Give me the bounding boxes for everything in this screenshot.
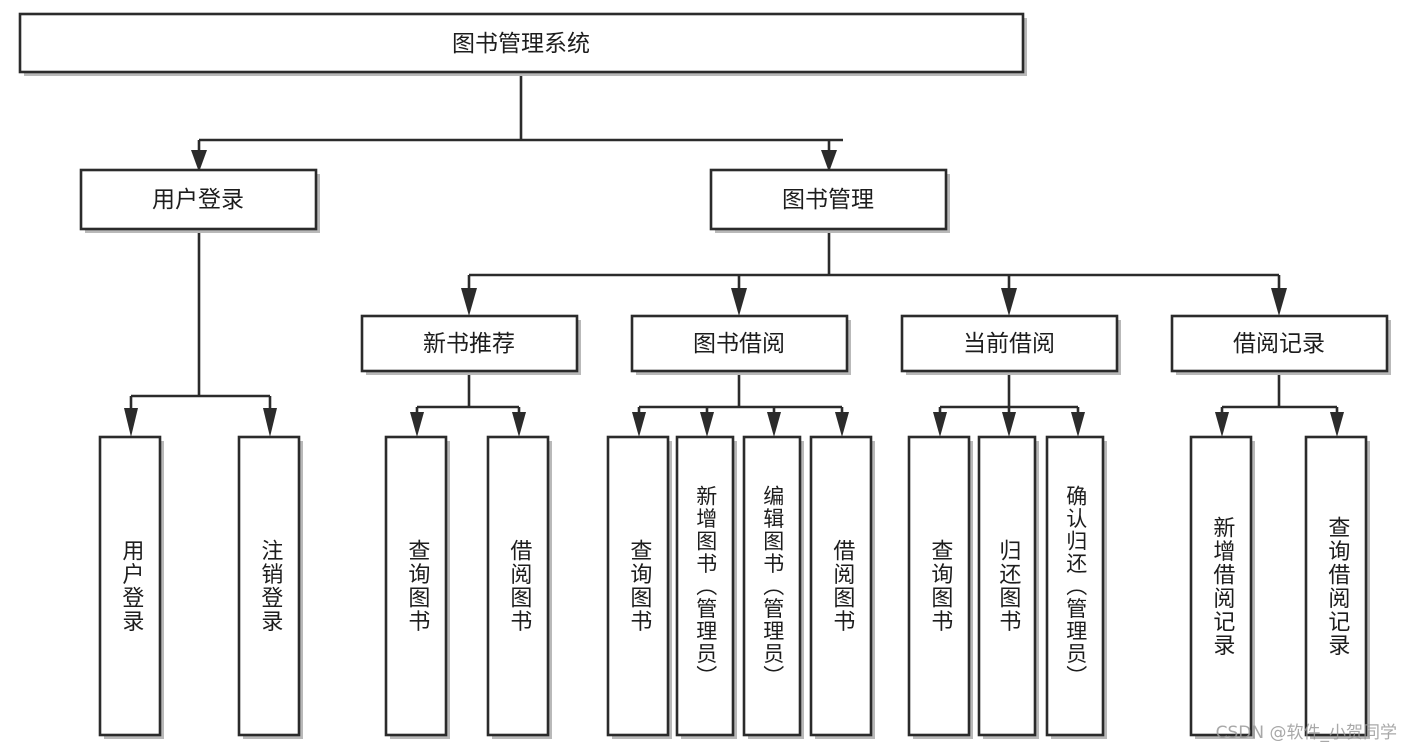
connector-group-root [191, 73, 843, 172]
node-book-borrow[interactable]: 图书借阅 [630, 314, 851, 375]
node-root[interactable]: 图书管理系统 [18, 12, 1027, 76]
connector-group-user-login [124, 233, 277, 437]
arrow-head-user-login [191, 150, 207, 172]
node-borrow-record-box[interactable] [1170, 314, 1389, 373]
node-borrow-record[interactable]: 借阅记录 [1170, 314, 1391, 375]
node-new-book-rec-box[interactable] [360, 314, 579, 373]
node-book-manage-box[interactable] [709, 168, 948, 231]
connector-group-current-borrow [933, 374, 1085, 437]
connector-group-new-book-rec [410, 374, 526, 437]
arrow-head-leaf-query-book-3 [933, 412, 947, 437]
arrow-head-leaf-add-record [1215, 412, 1229, 437]
arrow-head-new-book-rec [461, 288, 477, 316]
leaf-box-user-login[interactable] [98, 435, 162, 737]
leaf-boxes [98, 435, 1370, 739]
connector-group-book-manage [461, 233, 1287, 316]
node-book-borrow-box[interactable] [630, 314, 849, 373]
node-root-label: 图书管理系统 [452, 31, 590, 57]
arrow-head-leaf-query-book-1 [410, 412, 424, 437]
arrow-head-leaf-confirm-return [1071, 412, 1085, 437]
node-new-book-rec[interactable]: 新书推荐 [360, 314, 581, 375]
node-user-login-label: 用户登录 [152, 187, 244, 213]
arrow-head-current-borrow [1001, 288, 1017, 316]
node-book-manage[interactable]: 图书管理 [709, 168, 950, 233]
leaf-box-add-book[interactable] [675, 435, 735, 737]
leaf-box-add-record[interactable] [1189, 435, 1253, 737]
leaf-box-borrow-book-1[interactable] [486, 435, 550, 737]
arrow-head-book-borrow [731, 288, 747, 316]
leaf-box-query-record[interactable] [1304, 435, 1368, 737]
connector-group-borrow-record [1215, 374, 1344, 437]
arrow-head-leaf-logout [263, 408, 277, 437]
arrow-head-leaf-borrow-book-2 [835, 412, 849, 437]
arrow-head-borrow-record [1271, 288, 1287, 316]
arrow-head-leaf-add-book [700, 412, 714, 437]
leaf-box-query-book-3[interactable] [907, 435, 971, 737]
node-current-borrow-box[interactable] [900, 314, 1119, 373]
arrow-head-leaf-return-book [1002, 412, 1016, 437]
node-current-borrow-label: 当前借阅 [963, 331, 1055, 357]
leaf-box-query-book-2[interactable] [606, 435, 670, 737]
node-user-login[interactable]: 用户登录 [79, 168, 320, 233]
arrow-head-book-manage [821, 150, 837, 172]
arrow-head-leaf-query-book-2 [632, 412, 646, 437]
leaf-box-confirm-return[interactable] [1045, 435, 1105, 737]
node-borrow-record-label: 借阅记录 [1233, 331, 1325, 357]
node-current-borrow[interactable]: 当前借阅 [900, 314, 1121, 375]
leaf-box-logout[interactable] [237, 435, 301, 737]
leaf-box-return-book[interactable] [977, 435, 1037, 737]
arrow-head-leaf-borrow-book-1 [512, 412, 526, 437]
csdn-watermark: CSDN @软件_小贺同学 [1215, 723, 1397, 743]
leaf-box-query-book-1[interactable] [384, 435, 448, 737]
connector-group-book-borrow [632, 374, 849, 437]
node-book-manage-label: 图书管理 [782, 187, 874, 213]
node-book-borrow-label: 图书借阅 [693, 331, 785, 357]
node-root-box[interactable] [18, 12, 1025, 74]
arrow-head-leaf-edit-book [767, 412, 781, 437]
arrow-head-leaf-query-record [1330, 412, 1344, 437]
leaf-box-edit-book[interactable] [742, 435, 802, 737]
leaf-box-borrow-book-2[interactable] [809, 435, 873, 737]
arrow-head-leaf-user-login [124, 408, 138, 437]
node-user-login-box[interactable] [79, 168, 318, 231]
node-new-book-rec-label: 新书推荐 [423, 331, 515, 357]
